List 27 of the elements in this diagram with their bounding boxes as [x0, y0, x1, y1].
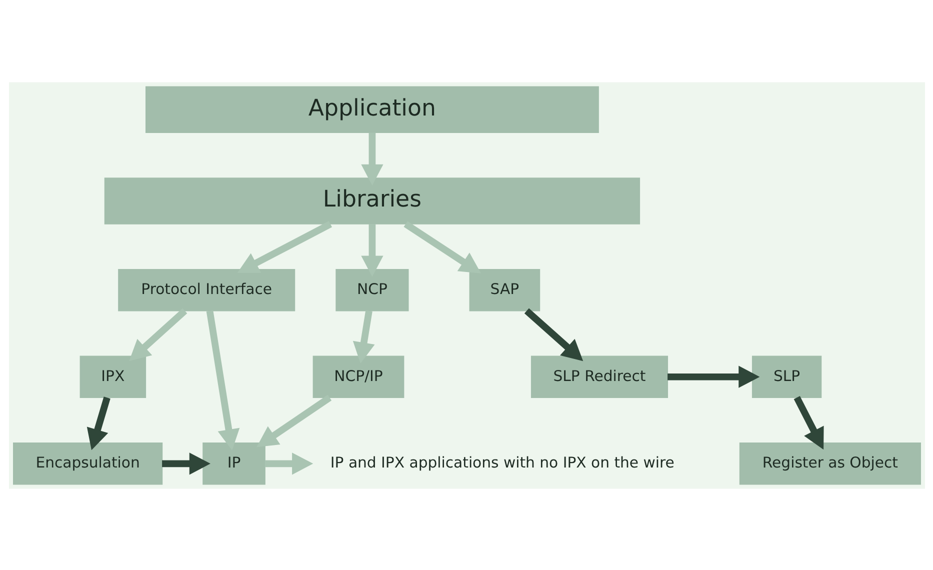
node-box: Application: [144, 86, 598, 133]
node-box: SLP: [751, 355, 822, 398]
arrow: [793, 396, 824, 450]
node-box: Protocol Interface: [118, 268, 295, 311]
arrow: [667, 365, 760, 388]
node-box: NCP: [335, 268, 408, 311]
arrow: [360, 224, 383, 276]
arrow: [403, 220, 481, 273]
arrow: [524, 308, 583, 361]
arrow: [352, 310, 374, 364]
arrow: [236, 220, 332, 272]
node-box: SAP: [468, 268, 540, 311]
node-text: IP and IPX applications with no IPX on the wire: [330, 454, 674, 472]
arrow: [360, 132, 383, 185]
node-box: NCP/IP: [312, 355, 404, 398]
node-box: Encapsulation: [12, 442, 162, 484]
node-box: Libraries: [104, 177, 640, 224]
arrow: [86, 396, 110, 450]
arrow: [128, 308, 187, 361]
node-box: Register as Object: [738, 442, 920, 484]
node-box: IPX: [79, 355, 146, 398]
node-box: IP: [202, 442, 265, 484]
node-box: SLP Redirect: [530, 355, 668, 398]
arrow: [206, 310, 240, 450]
arrow: [256, 394, 332, 447]
arrow: [264, 452, 313, 474]
arrow: [162, 452, 210, 474]
